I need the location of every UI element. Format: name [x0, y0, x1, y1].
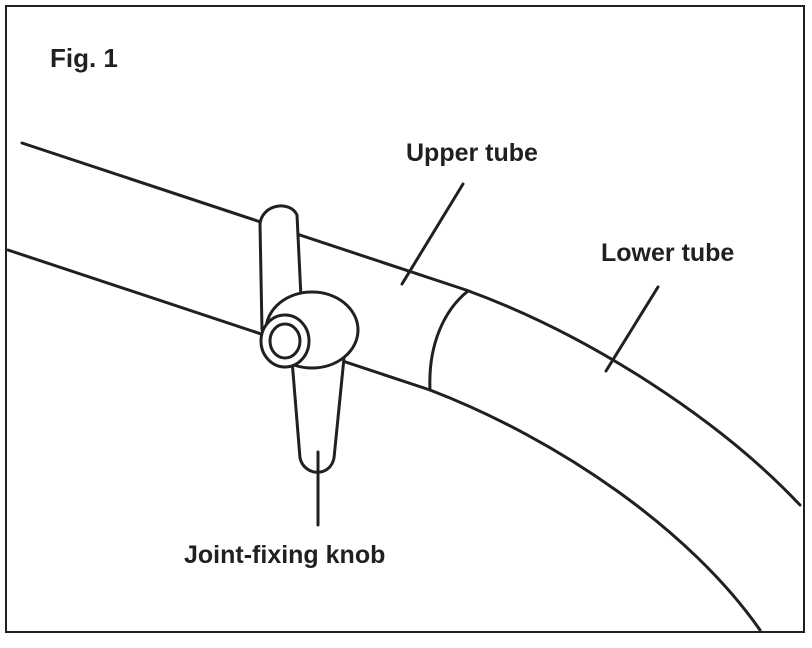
figure-border	[5, 5, 805, 633]
joint-fixing-knob-label: Joint-fixing knob	[184, 541, 385, 569]
tube-assembly	[6, 141, 802, 632]
upper-tube-top-edge	[20, 141, 468, 292]
upper-tube-leader	[400, 182, 465, 286]
figure-title: Fig. 1	[50, 43, 118, 73]
lower-tube-bottom-edge	[428, 388, 762, 632]
joint-fixing-knob-shape	[258, 204, 360, 474]
upper-tube-label: Upper tube	[406, 139, 538, 167]
upper-tube-bottom-edge	[6, 248, 432, 392]
lower-tube-leader	[604, 285, 660, 373]
lower-tube-top-edge	[464, 288, 802, 507]
knob-cap-inner	[268, 322, 302, 360]
lower-tube-label: Lower tube	[601, 239, 734, 267]
tube-joint-seam	[428, 289, 470, 392]
leader-lines	[316, 182, 660, 527]
